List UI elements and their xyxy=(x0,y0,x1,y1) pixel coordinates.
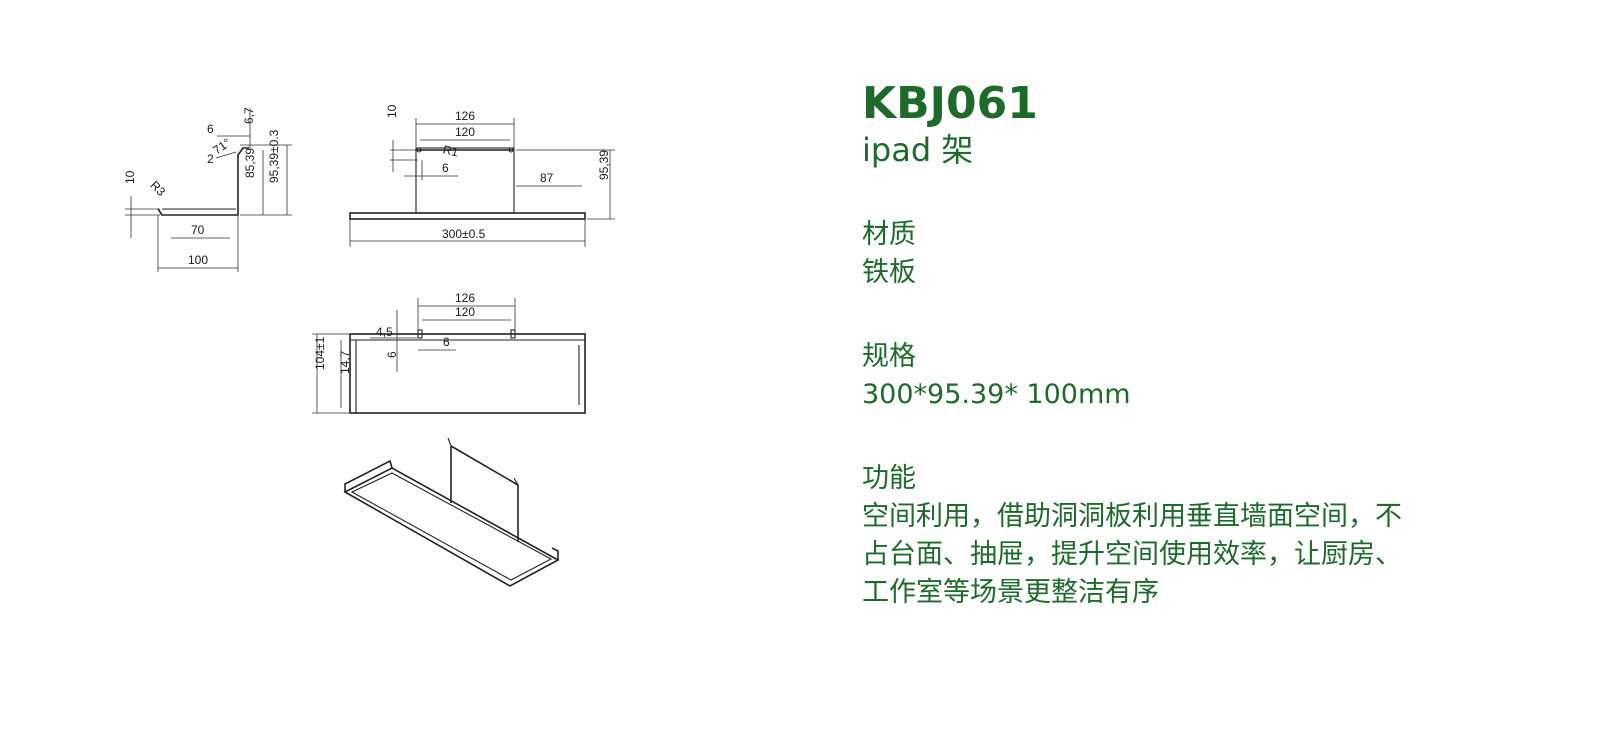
iso-back-top xyxy=(450,445,519,542)
dim-95-39-front: 95,39 xyxy=(597,150,611,180)
dim-70: 70 xyxy=(191,223,205,237)
product-code: KBJ061 xyxy=(862,78,1038,129)
dim-104: 104±1 xyxy=(313,336,327,370)
dim-6-horizontal: 6 xyxy=(443,335,450,349)
front-view: 126 120 R1 10 6 87 95,39 300±0.5 xyxy=(349,104,615,247)
dim-120-top: 120 xyxy=(455,305,475,319)
dim-10-side: 10 xyxy=(123,170,137,184)
product-name: ipad 架 xyxy=(862,131,974,169)
dim-87: 87 xyxy=(540,171,554,185)
side-profile xyxy=(157,147,249,216)
dim-6-front: 6 xyxy=(442,161,449,175)
side-view: 100 70 R3 10 85,39 95,39±0.3 6 6,7 71° 2 xyxy=(123,107,292,272)
spec-value: 300*95.39* 100mm xyxy=(862,379,1131,410)
function-line-3: 工作室等场景更整洁有序 xyxy=(862,577,1159,608)
dim-6-vertical: 6 xyxy=(385,351,399,358)
dim-100: 100 xyxy=(188,253,208,267)
function-line-2: 占台面、抽屉，提升空间使用效率，让厨房、 xyxy=(862,539,1402,570)
dim-10-front: 10 xyxy=(385,104,399,118)
isometric-view xyxy=(343,437,560,587)
dim-95-39-tol: 95,39±0.3 xyxy=(267,129,281,183)
dim-r1: R1 xyxy=(442,143,460,160)
material-value: 铁板 xyxy=(862,257,916,288)
spec-section: 规格 300*95.39* 100mm xyxy=(862,338,1582,414)
function-section: 功能 空间利用，借助洞洞板利用垂直墙面空间，不 占台面、抽屉，提升空间使用效率，… xyxy=(862,460,1582,612)
front-base xyxy=(349,212,586,220)
material-label: 材质 xyxy=(862,219,916,250)
technical-drawing: 100 70 R3 10 85,39 95,39±0.3 6 6,7 71° 2 xyxy=(123,104,615,587)
dim-6-7: 6,7 xyxy=(242,107,256,124)
dim-6-side: 6 xyxy=(207,122,214,136)
dim-14-7: 14,7 xyxy=(338,350,352,374)
dim-r3: R3 xyxy=(148,178,169,199)
dim-85-39: 85,39 xyxy=(243,148,257,178)
dim-126-front: 126 xyxy=(455,109,475,123)
top-outline xyxy=(349,333,586,414)
function-line-1: 空间利用，借助洞洞板利用垂直墙面空间，不 xyxy=(862,501,1402,532)
dim-126-top: 126 xyxy=(455,291,475,305)
function-label: 功能 xyxy=(862,463,916,494)
dim-300: 300±0.5 xyxy=(442,227,486,241)
product-info: KBJ061 ipad 架 材质 铁板 规格 300*95.39* 100mm … xyxy=(862,80,1582,612)
dim-2: 2 xyxy=(207,152,214,166)
spec-label: 规格 xyxy=(862,341,916,372)
front-back-plate xyxy=(415,147,515,214)
dim-120-front: 120 xyxy=(455,125,475,139)
top-view: 126 120 4,5 6 6 104±1 14,7 xyxy=(312,291,586,414)
dim-4-5: 4,5 xyxy=(376,325,393,339)
material-section: 材质 铁板 xyxy=(862,216,1582,292)
